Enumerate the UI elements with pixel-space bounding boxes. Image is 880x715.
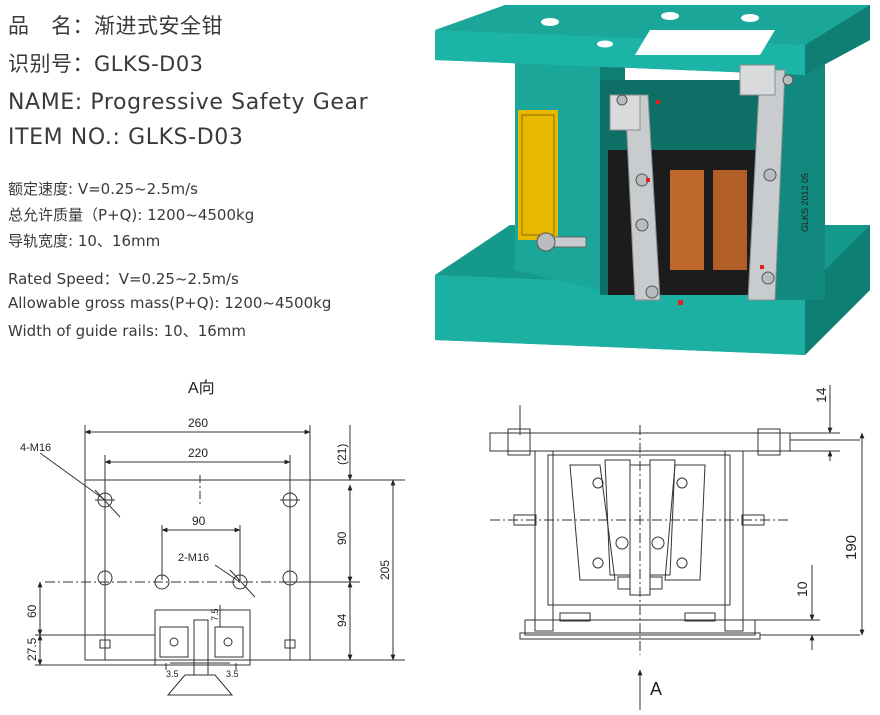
dim-90-top: 90 xyxy=(192,514,206,528)
dim-220: 220 xyxy=(188,446,208,460)
top-hole xyxy=(687,34,703,42)
dim-7-5: 7.5 xyxy=(210,608,220,621)
dim-3-5-right: 3.5 xyxy=(226,669,239,679)
dim-205: 205 xyxy=(378,560,392,580)
warning-label xyxy=(518,110,558,240)
bolt xyxy=(645,285,659,299)
base-plate-side xyxy=(805,225,870,355)
rated-speed-cn: 额定速度: V=0.25~2.5m/s xyxy=(8,180,198,198)
bolt xyxy=(761,271,775,285)
top-bracket-right xyxy=(739,64,776,96)
top-hole xyxy=(597,40,613,48)
red-mark xyxy=(656,100,660,104)
top-hole xyxy=(661,12,679,20)
dim-260: 260 xyxy=(188,416,208,430)
rail-width-cn: 导轨宽度: 10、16mm xyxy=(8,232,161,250)
dim-27-5: 27.5 xyxy=(25,637,39,661)
top-hole xyxy=(741,14,759,22)
top-plate-side xyxy=(805,5,870,75)
product-name-cn: 品 名：渐进式安全钳 xyxy=(8,14,223,38)
red-mark xyxy=(646,178,650,182)
view-arrow-label: A xyxy=(650,679,662,699)
hole-spec-2m16: 2-M16 xyxy=(178,552,209,564)
rated-speed-en: Rated Speed：V=0.25~2.5m/s xyxy=(8,270,239,288)
top-bracket-left xyxy=(609,94,641,131)
safety-gear-photo: GLKS 2012 05 xyxy=(435,5,870,355)
bolt xyxy=(616,94,628,106)
bolt xyxy=(763,168,777,182)
drawing-a-view: A向 260 220 90 4-M16 2-M16 (21) 90 205 94… xyxy=(20,379,405,696)
brake-shoe-right xyxy=(713,170,747,270)
dim-90-side: 90 xyxy=(335,531,349,545)
bolt xyxy=(635,218,649,232)
product-id-cn: 识别号：GLKS-D03 xyxy=(8,52,204,76)
plate-outline xyxy=(84,479,311,661)
hole-spec-4m16: 4-M16 xyxy=(20,442,51,454)
view-label: A向 xyxy=(188,379,215,397)
brake-shoe-left xyxy=(670,170,704,270)
dim-3-5-left: 3.5 xyxy=(166,669,179,679)
side-bolt-head xyxy=(536,232,556,252)
top-cutout xyxy=(635,30,775,55)
dim-94: 94 xyxy=(335,613,349,627)
red-mark xyxy=(678,300,683,305)
top-hole xyxy=(541,18,559,26)
dim-60: 60 xyxy=(25,604,39,618)
gross-mass-cn: 总允许质量（P+Q): 1200~4500kg xyxy=(8,206,255,224)
red-mark xyxy=(760,265,764,269)
rail-width-en: Width of guide rails: 10、16mm xyxy=(8,322,247,340)
product-item-en: ITEM NO.: GLKS-D03 xyxy=(8,125,244,150)
bolt xyxy=(782,74,794,86)
gross-mass-en: Allowable gross mass(P+Q): 1200~4500kg xyxy=(8,294,332,312)
product-name-en: NAME: Progressive Safety Gear xyxy=(8,90,369,115)
nameplate-text: GLKS 2012 05 xyxy=(800,173,810,232)
dim-10: 10 xyxy=(794,581,810,597)
dim-21: (21) xyxy=(335,444,349,465)
dim-190: 190 xyxy=(843,535,860,560)
warning-label-border xyxy=(521,114,555,236)
drawing-side-view: 14 190 10 A xyxy=(489,385,865,710)
dim-14: 14 xyxy=(813,387,829,403)
silver-plate-right xyxy=(747,69,786,301)
